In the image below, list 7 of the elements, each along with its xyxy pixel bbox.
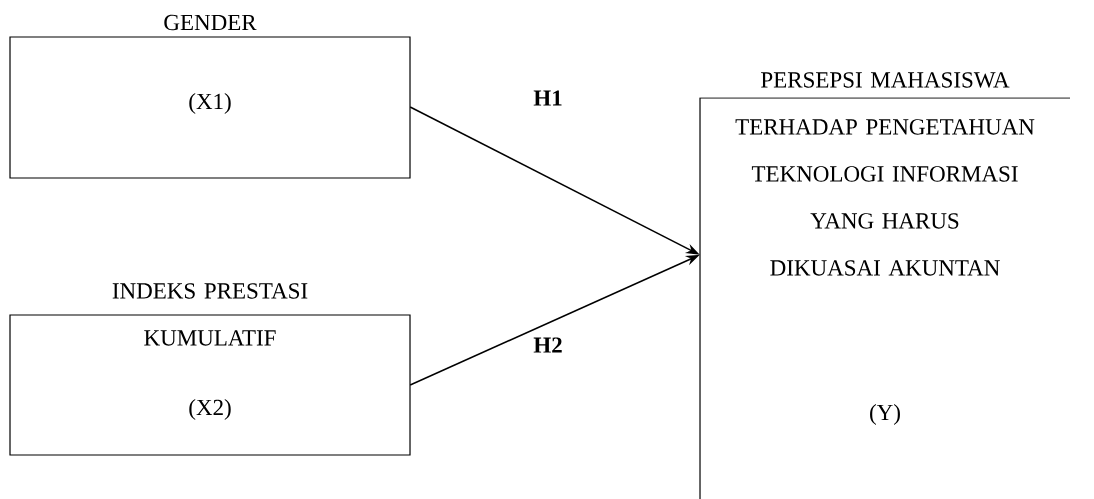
edge-label: H2 bbox=[532, 336, 564, 354]
box: PERSEPSI MAHASISWA TERHADAP PENGETAHUAN TEKNOLOGI INFORMASI YANG HARUS DIKUASAI AKUNTAN (Y) bbox=[699, 72, 1071, 499]
box: GENDER (X1) bbox=[9, 14, 411, 179]
edge-label: H1 bbox=[532, 89, 564, 107]
node-label: INDEKS PRESTASI bbox=[112, 283, 308, 299]
node-label: GENDER bbox=[164, 14, 257, 31]
box: INDEKS PRESTASI KUMULATIF (X2) bbox=[9, 283, 411, 456]
